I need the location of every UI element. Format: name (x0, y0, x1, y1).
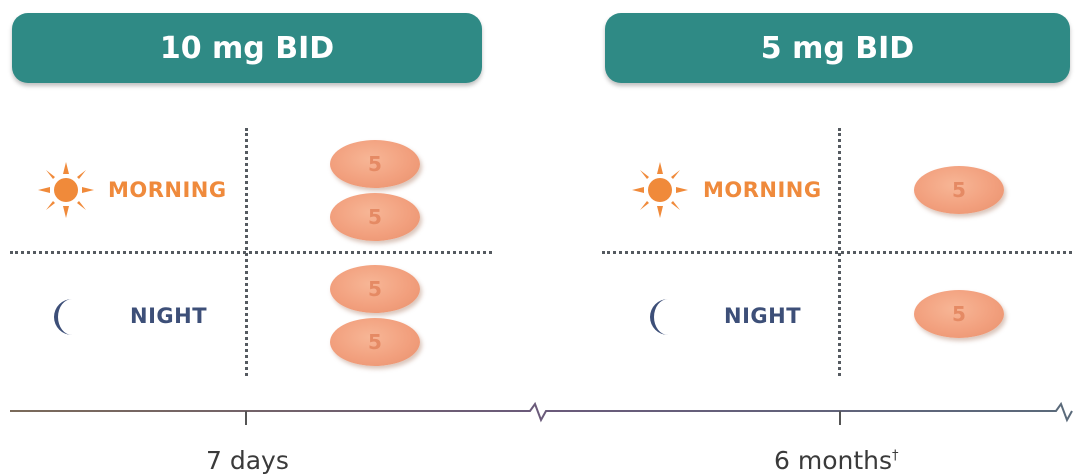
timeline-line (10, 404, 1072, 420)
